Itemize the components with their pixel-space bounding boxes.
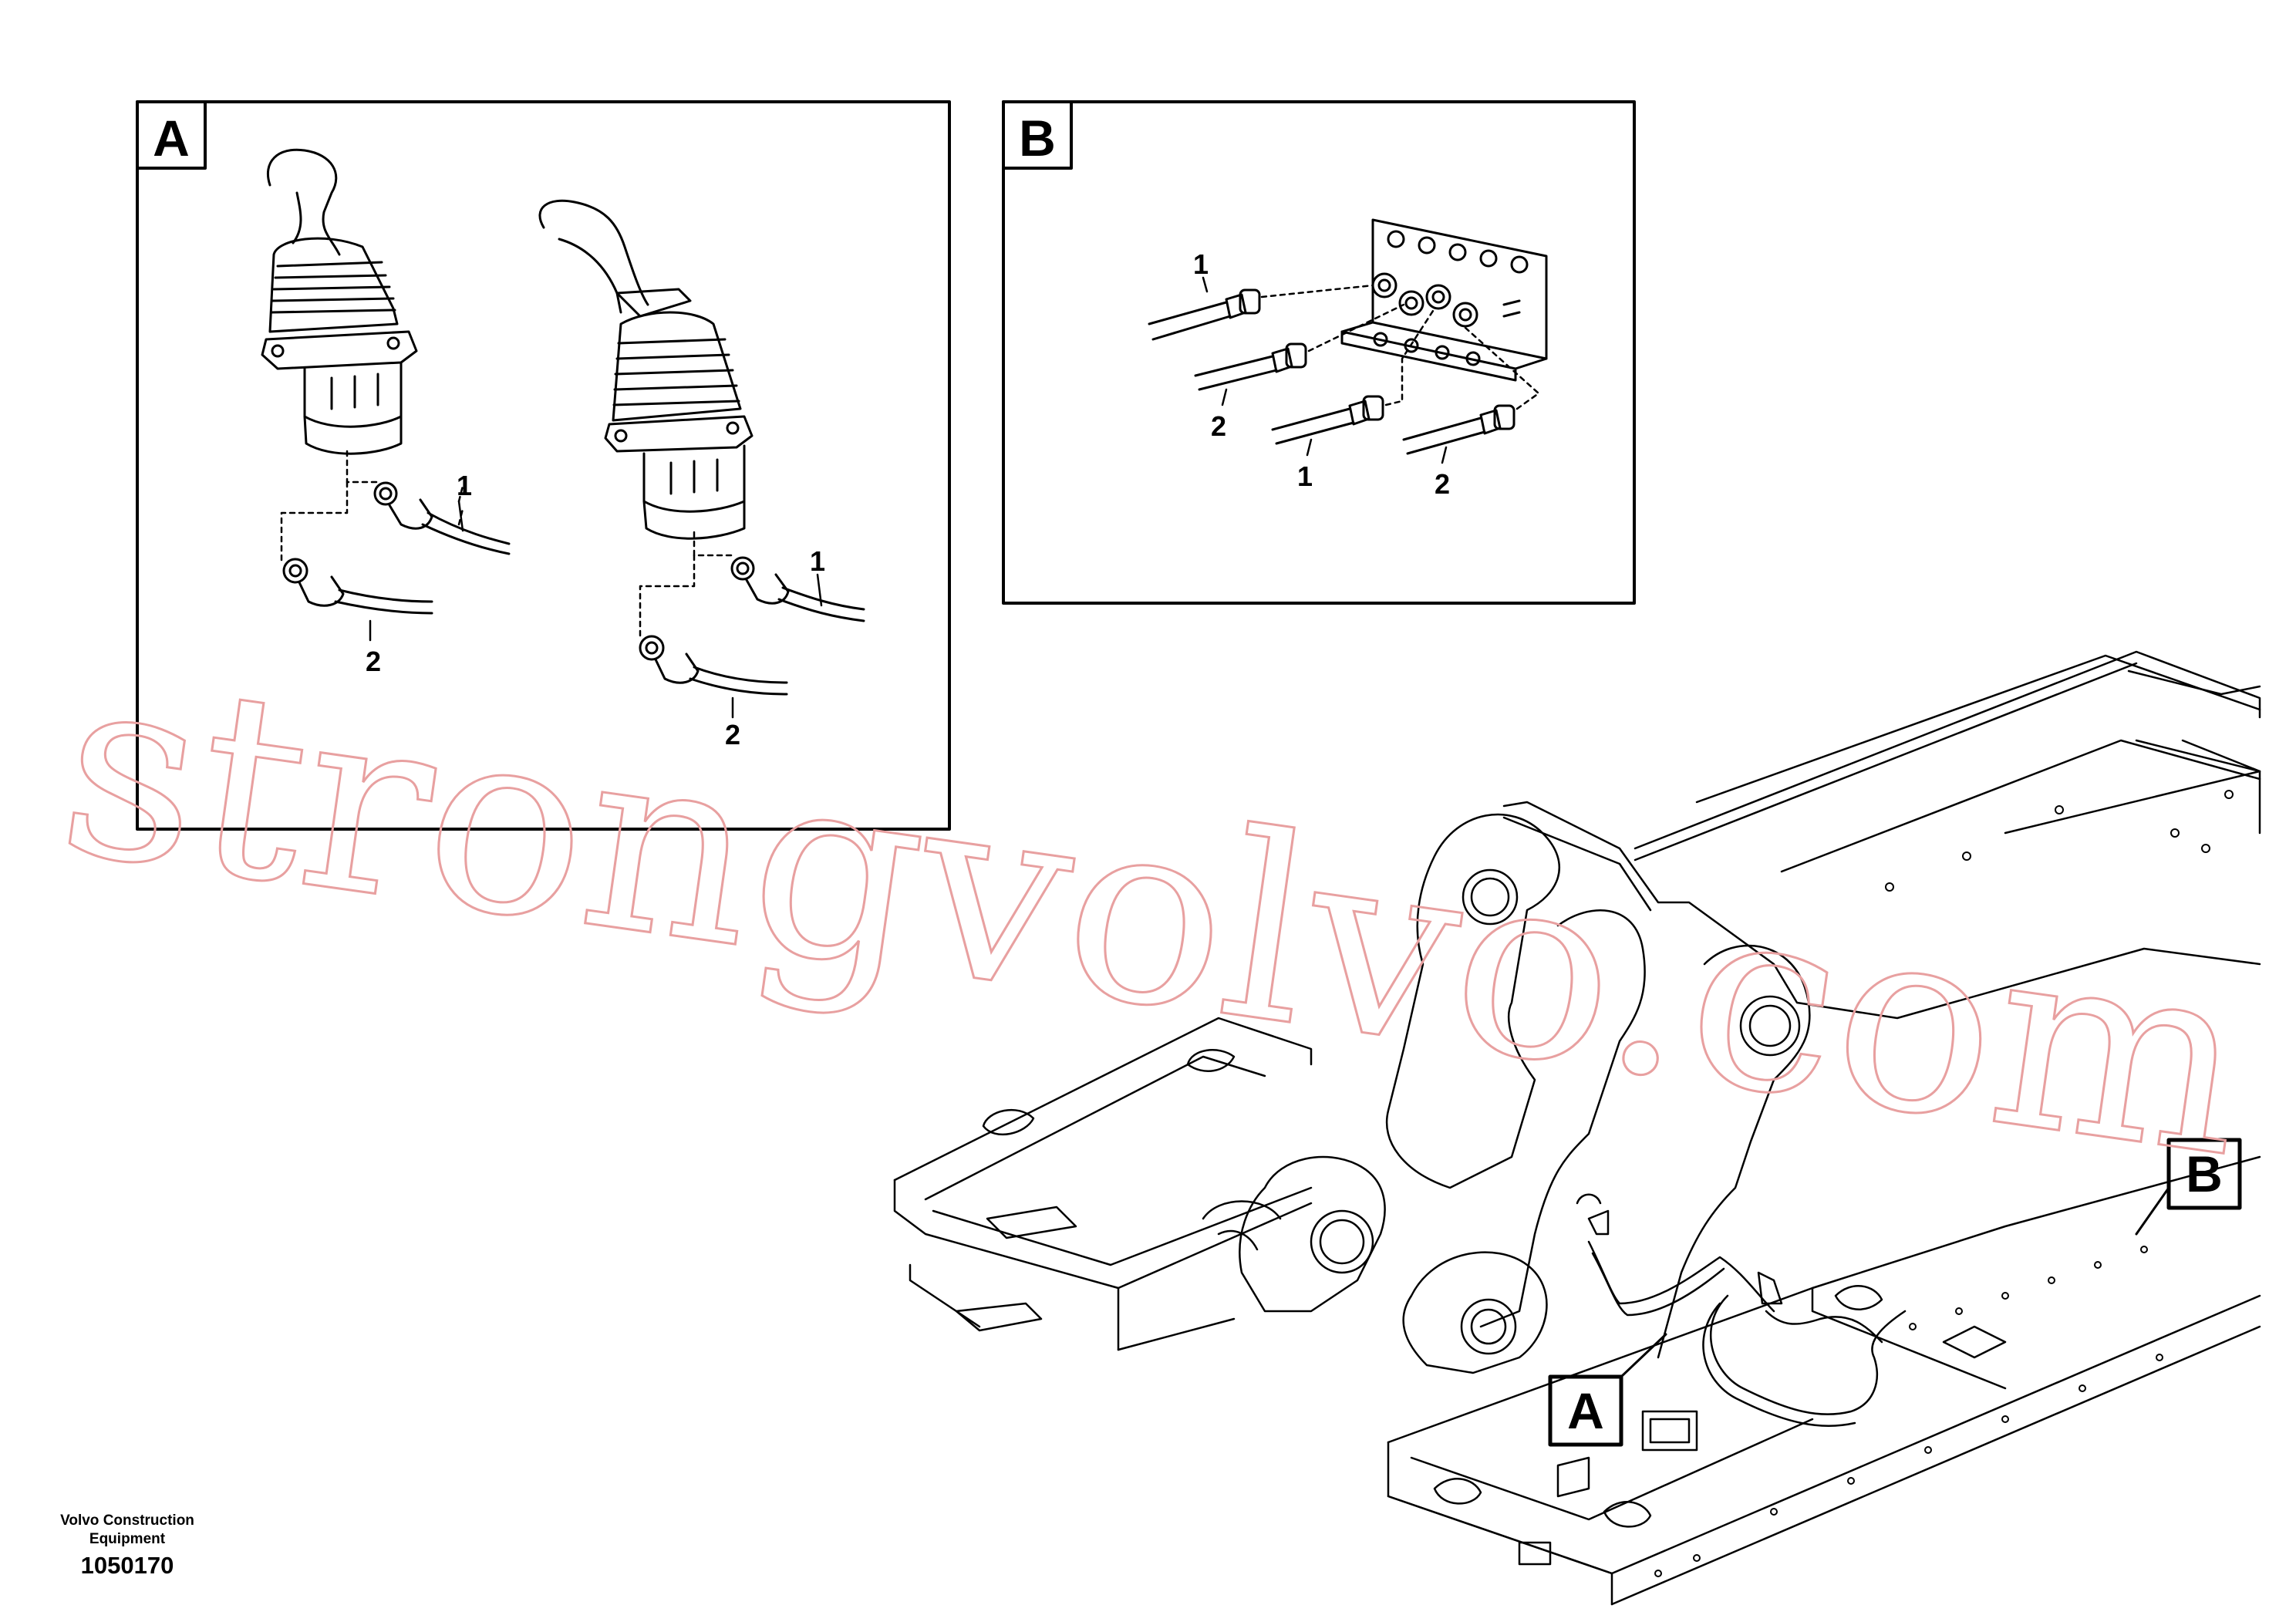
frame-holes bbox=[1654, 790, 2234, 1577]
leader-lines-left bbox=[280, 450, 464, 565]
callout-a-1-left: 1 bbox=[457, 470, 472, 501]
callout-b-2-bottom: 2 bbox=[1435, 468, 1450, 500]
brand-caption: Volvo Construction Equipment bbox=[31, 1512, 224, 1549]
callout-b-1-bottom: 1 bbox=[1297, 460, 1313, 492]
panel-b-letter: B bbox=[1019, 110, 1056, 167]
callout-b-1-top: 1 bbox=[1193, 248, 1209, 280]
callout-a-2-right: 2 bbox=[725, 719, 740, 750]
callout-b-2-top: 2 bbox=[1211, 410, 1226, 442]
hose-1-left bbox=[373, 481, 511, 555]
hose-b-1-top bbox=[1148, 288, 1261, 341]
detail-panel-b bbox=[1002, 100, 1636, 605]
callout-a-2-left: 2 bbox=[366, 646, 381, 677]
marker-a-letter: A bbox=[1567, 1382, 1604, 1439]
connector-plate bbox=[1340, 218, 1548, 382]
hose-b-1-bottom bbox=[1271, 395, 1384, 445]
lower-frame bbox=[1387, 1155, 2261, 1606]
upper-frame-assembly bbox=[1202, 650, 2261, 1374]
brand-line-2: Equipment bbox=[89, 1531, 166, 1547]
drawing-number: 1050170 bbox=[80, 1552, 174, 1579]
callout-a-1-right: 1 bbox=[810, 545, 825, 577]
detail-panel-a bbox=[136, 100, 951, 831]
hose-2-right bbox=[639, 635, 788, 696]
marker-b-letter: B bbox=[2186, 1145, 2223, 1202]
watermark-text: strongvolvo.com bbox=[46, 615, 2264, 1214]
marker-a-box bbox=[1548, 1333, 1667, 1447]
hose-b-2-bottom bbox=[1402, 404, 1515, 455]
hose-2-left bbox=[282, 558, 433, 615]
brand-line-1: Volvo Construction bbox=[60, 1512, 194, 1529]
marker-b-box bbox=[2135, 1138, 2242, 1236]
left-platform bbox=[893, 1017, 1313, 1351]
joystick-left bbox=[261, 148, 418, 455]
joystick-right bbox=[538, 199, 754, 540]
panel-a-letter: A bbox=[153, 110, 190, 167]
hose-1-right bbox=[730, 556, 865, 622]
hose-b-2-top bbox=[1194, 342, 1307, 391]
hose-routing bbox=[1576, 1193, 1907, 1427]
